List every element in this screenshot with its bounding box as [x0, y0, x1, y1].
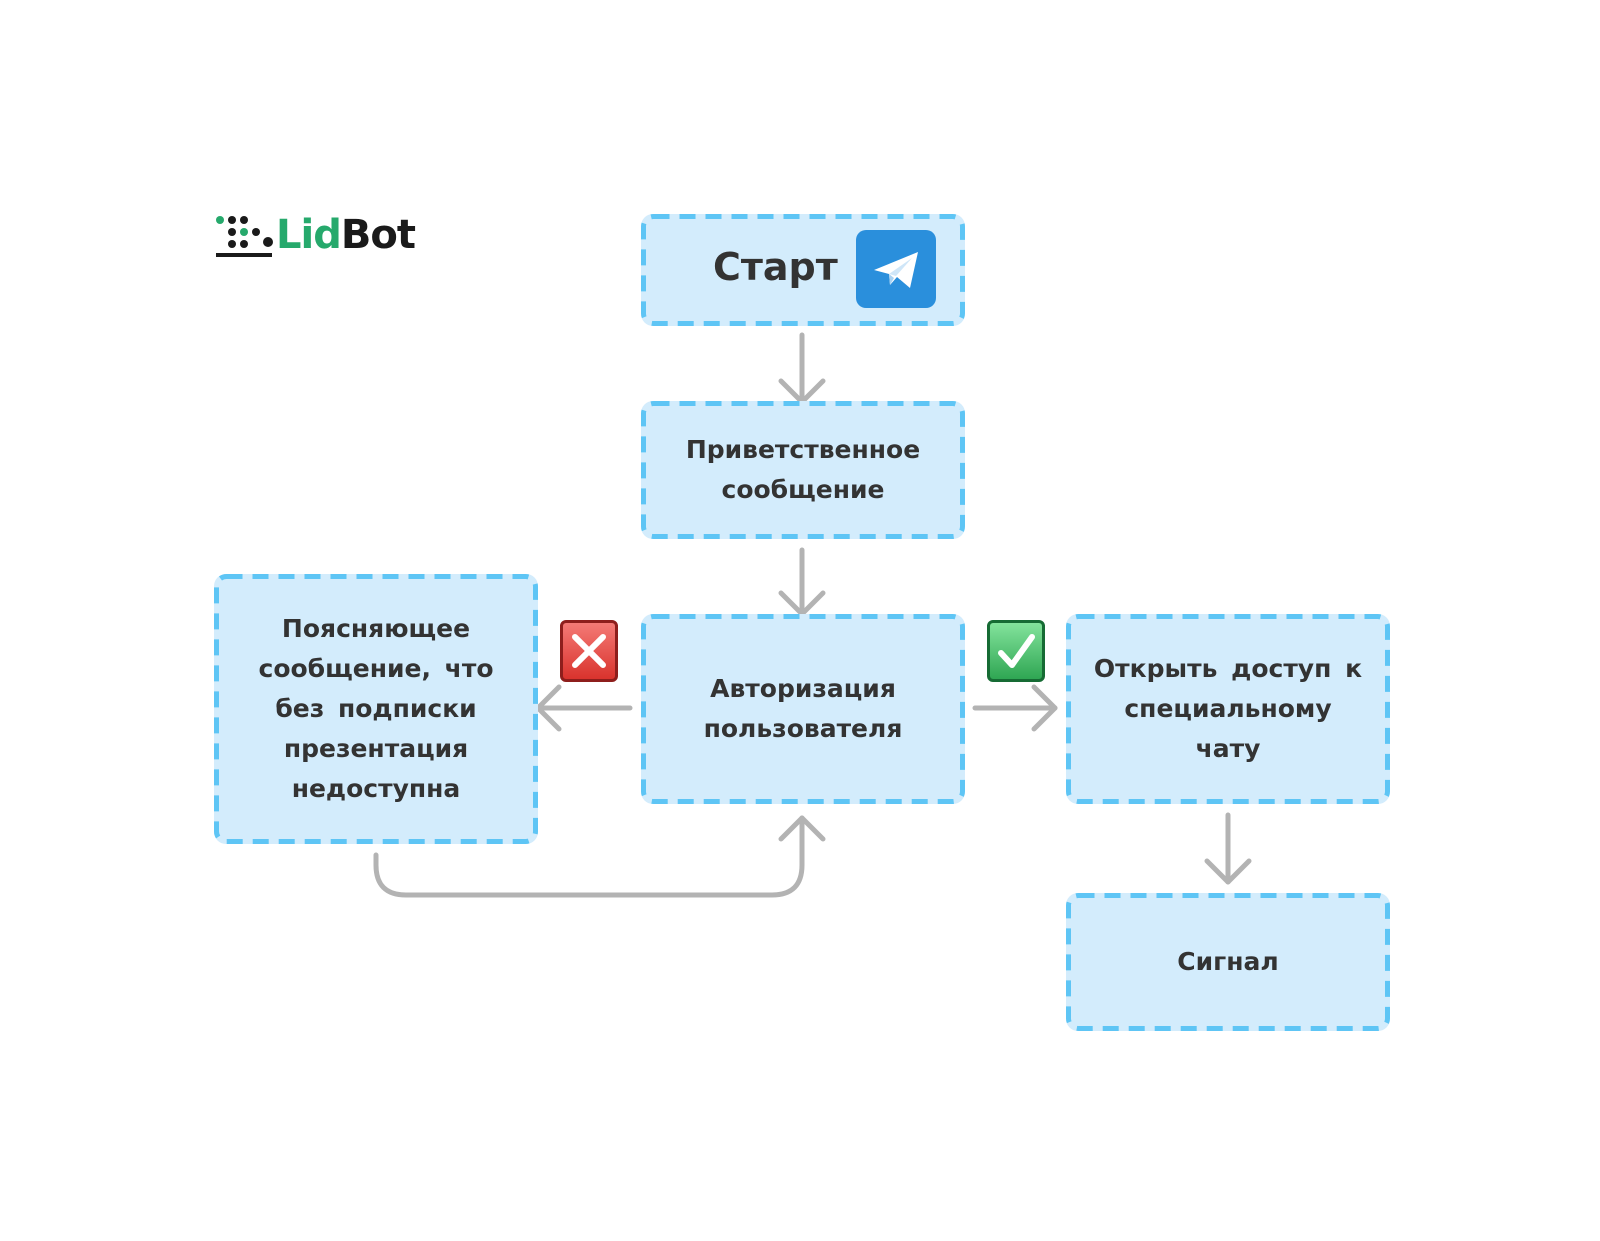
- arrow-welcome-to-auth: [778, 547, 826, 617]
- node-open-access-label: Открыть доступ к специальному чату: [1093, 654, 1363, 763]
- node-authorization-label: Авторизация пользователя: [703, 674, 903, 743]
- arrow-auth-to-explain: [535, 684, 633, 732]
- logo-wordmark: LidBot: [276, 212, 416, 258]
- node-start-label: Старт: [713, 245, 838, 289]
- logo-text-lid: Lid: [276, 212, 342, 258]
- lidbot-dots-icon: [216, 216, 273, 257]
- node-welcome-border: [641, 401, 965, 539]
- arrow-start-to-welcome: [778, 332, 826, 405]
- arrow-explain-to-auth: [373, 815, 826, 898]
- logo-text-bot: Bot: [340, 212, 416, 258]
- node-authorization-border: [641, 614, 965, 804]
- node-signal-border: [1066, 893, 1390, 1031]
- node-explanation-label: Поясняющее сообщение, что без подписки п…: [258, 614, 494, 803]
- node-signal: Сигнал: [1066, 893, 1390, 1031]
- node-authorization: Авторизация пользователя: [641, 614, 965, 804]
- lidbot-logo: LidBot: [216, 212, 436, 262]
- node-open-access-border: [1066, 614, 1390, 804]
- arrow-auth-to-access: [972, 684, 1058, 732]
- arrow-access-to-signal: [1204, 812, 1252, 885]
- node-open-access: Открыть доступ к специальному чату: [1066, 614, 1390, 804]
- check-mark-icon: [987, 620, 1045, 682]
- node-welcome-label: Приветственное сообщение: [685, 435, 921, 504]
- node-explanation-message: Поясняющее сообщение, что без подписки п…: [214, 574, 538, 844]
- cross-mark-icon: [560, 620, 618, 682]
- telegram-icon: [856, 230, 936, 308]
- node-signal-label: Сигнал: [1177, 947, 1279, 976]
- node-welcome-message: Приветственное сообщение: [641, 401, 965, 539]
